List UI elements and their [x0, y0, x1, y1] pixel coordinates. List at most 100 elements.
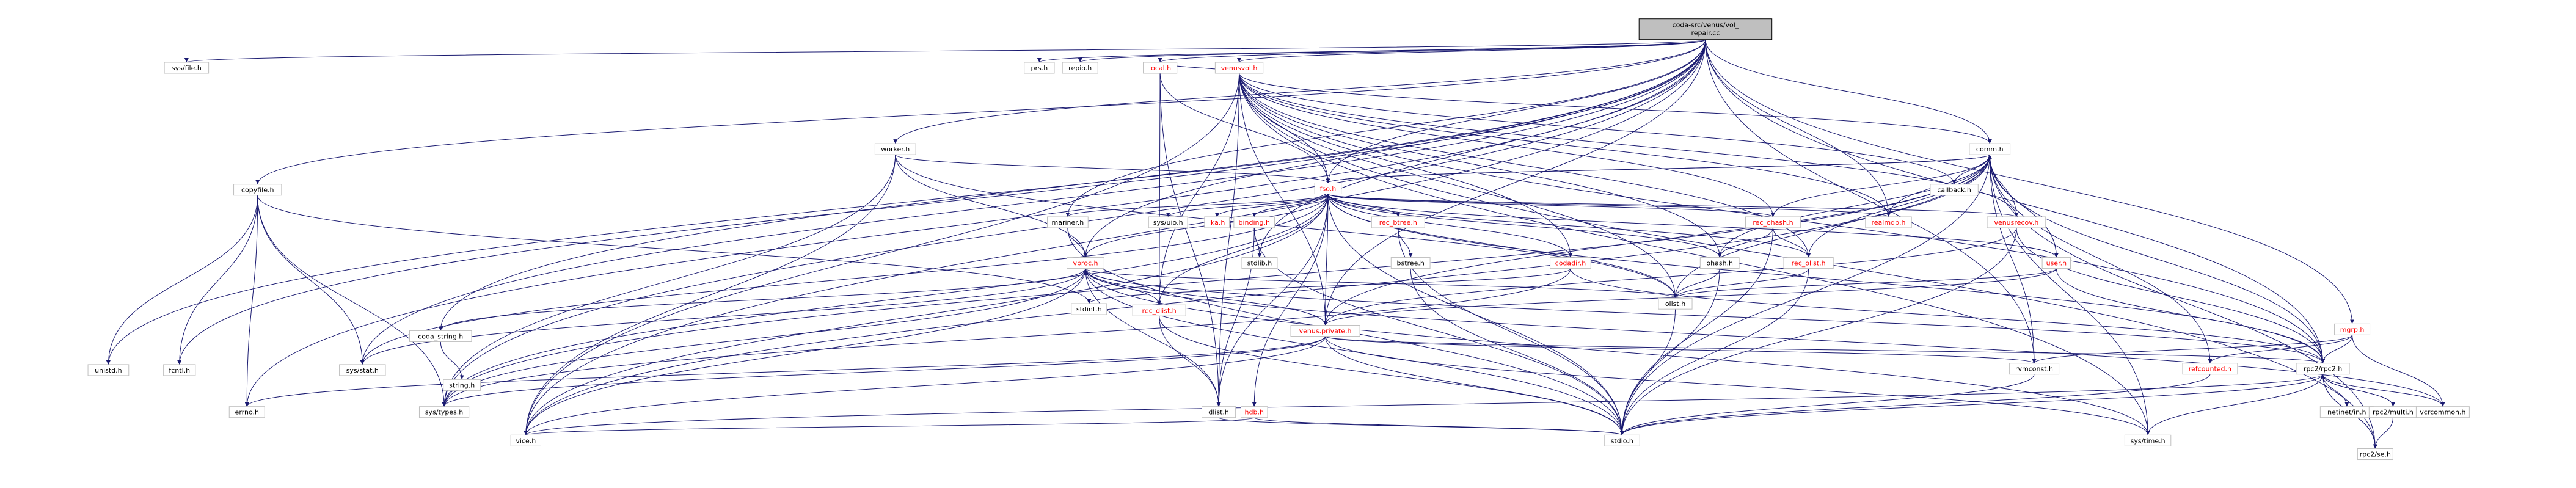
edge-vproc-to-vcrcommon: [1085, 268, 2445, 407]
node-label: sys/types.h: [425, 409, 463, 417]
node-fcntl[interactable]: fcntl.h: [163, 364, 196, 376]
node-label: venusvol.h: [1221, 64, 1258, 72]
edge-codadir-to-rpc2: [1570, 268, 2325, 363]
node-vproc[interactable]: vproc.h: [1067, 257, 1104, 269]
node-box: [228, 406, 265, 418]
node-stdlib[interactable]: stdlib.h: [1241, 257, 1278, 269]
edge-root-to-local: [1158, 39, 1706, 63]
node-fso[interactable]: fso.h: [1314, 183, 1342, 195]
node-refcounted[interactable]: refcounted.h: [2182, 363, 2238, 375]
edge: [438, 268, 1086, 331]
node-ohash[interactable]: ohash.h: [1699, 257, 1740, 269]
edge-vproc-to-systime: [1085, 268, 2150, 435]
node-stdint[interactable]: stdint.h: [1071, 303, 1107, 315]
node-codadir[interactable]: codadir.h: [1550, 257, 1591, 269]
node-callback[interactable]: callback.h: [1930, 184, 1979, 196]
node-bstree[interactable]: bstree.h: [1390, 257, 1431, 269]
node-repio[interactable]: repio.h: [1062, 62, 1098, 74]
node-venusrecov[interactable]: venusrecov.h: [1987, 216, 2046, 228]
node-recolist[interactable]: rec_olist.h: [1783, 257, 1834, 269]
node-vcrcommon[interactable]: vcrcommon.h: [2415, 406, 2470, 418]
edge: [524, 194, 1329, 435]
edge-root-to-repio: [1078, 39, 1706, 63]
edge: [1327, 194, 1401, 217]
edge: [524, 155, 1990, 435]
node-label: netinet/in.h: [2327, 409, 2366, 417]
edge-fso-to-hdb: [1252, 194, 1329, 407]
node-mariner[interactable]: mariner.h: [1047, 216, 1089, 228]
node-recdlist[interactable]: rec_dlist.h: [1132, 304, 1186, 316]
node-binding[interactable]: binding.h: [1233, 216, 1275, 228]
edge: [442, 268, 1086, 407]
edge-user-to-venusprivate: [1323, 268, 2057, 326]
node-sysstat[interactable]: sys/stat.h: [339, 364, 386, 376]
node-errno[interactable]: errno.h: [228, 406, 265, 418]
node-sysuio[interactable]: sys/uio.h: [1148, 216, 1188, 228]
node-systypes[interactable]: sys/types.h: [418, 406, 470, 418]
edge-venusprivate-to-stdio: [1325, 336, 1624, 435]
node-rvmconst[interactable]: rvmconst.h: [2009, 363, 2060, 375]
node-stdio[interactable]: stdio.h: [1604, 434, 1640, 446]
node-worker[interactable]: worker.h: [874, 143, 916, 155]
node-multi[interactable]: rpc2/multi.h: [2368, 406, 2418, 418]
node-codastring[interactable]: coda_string.h: [409, 330, 472, 342]
edge: [1159, 316, 1624, 435]
node-copyfile[interactable]: copyfile.h: [233, 184, 282, 196]
node-label: sys/file.h: [172, 64, 202, 72]
edge-codadir-to-stdint: [1087, 268, 1571, 304]
node-se[interactable]: rpc2/se.h: [2357, 448, 2393, 461]
edge-worker-to-vproc: [895, 155, 1088, 258]
node-sysfile[interactable]: sys/file.h: [164, 62, 210, 74]
node-netinet[interactable]: netinet/in.h: [2319, 406, 2374, 418]
node-label: rec_olist.h: [1792, 260, 1826, 268]
node-string[interactable]: string.h: [443, 379, 481, 391]
edge: [895, 154, 1330, 183]
edge-mgrp-to-rvmconst: [2032, 334, 2353, 364]
node-user[interactable]: user.h: [2041, 257, 2071, 269]
edge: [1987, 155, 2057, 258]
node-unistd[interactable]: unistd.h: [87, 364, 130, 376]
edge-venusvol-to-ohash: [1239, 73, 1722, 258]
node-olist[interactable]: olist.h: [1658, 297, 1693, 310]
edge: [893, 39, 1706, 144]
node-prs[interactable]: prs.h: [1024, 62, 1055, 74]
node-venusvol[interactable]: venusvol.h: [1214, 62, 1264, 74]
edge: [1252, 194, 1329, 217]
edge: [1214, 194, 1329, 217]
node-vice[interactable]: vice.h: [510, 434, 541, 446]
node-dlist[interactable]: dlist.h: [1202, 406, 1236, 418]
node-comm[interactable]: comm.h: [1969, 143, 2011, 155]
node-mgrp[interactable]: mgrp.h: [2334, 323, 2371, 335]
node-label: vproc.h: [1073, 260, 1098, 268]
edge-root-to-venusprivate: [1323, 39, 1706, 326]
edge-mgrp-to-vcrcommon: [2352, 335, 2445, 407]
node-hdb[interactable]: hdb.h: [1240, 406, 1268, 418]
edge: [1216, 73, 1240, 407]
edge: [1239, 73, 1992, 144]
edge-venusprivate-to-rpc2: [1325, 336, 2325, 364]
node-recbtree[interactable]: rec_btree.h: [1371, 216, 1425, 228]
node-box: [1604, 434, 1640, 446]
node-realmdb[interactable]: realmdb.h: [1865, 216, 1912, 228]
node-lka[interactable]: lka.h: [1204, 216, 1230, 228]
node-systime[interactable]: sys/time.h: [2124, 434, 2172, 446]
edge: [1159, 73, 1330, 183]
edge: [1323, 39, 1706, 326]
edge-bstree-to-stdio: [1410, 268, 1624, 435]
edge: [524, 155, 896, 435]
node-venusprivate[interactable]: venus.private.h: [1290, 325, 1360, 337]
node-box: [1204, 216, 1230, 228]
edge-comm-to-recohash: [1771, 155, 1990, 217]
edge: [1065, 194, 1329, 217]
node-local[interactable]: local.h: [1143, 62, 1178, 74]
edge-copyfile-to-unistd: [106, 195, 258, 365]
edge: [1159, 316, 1221, 407]
node-box: [2009, 363, 2060, 375]
edge-venusrecov-to-rpc2: [2016, 227, 2326, 363]
edge: [244, 195, 258, 407]
node-box: [1865, 216, 1912, 228]
node-recohash[interactable]: rec_ohash.h: [1745, 216, 1801, 228]
node-rpc2[interactable]: rpc2/rpc2.h: [2296, 363, 2350, 375]
edge-venusvol-to-comm: [1239, 73, 1992, 144]
